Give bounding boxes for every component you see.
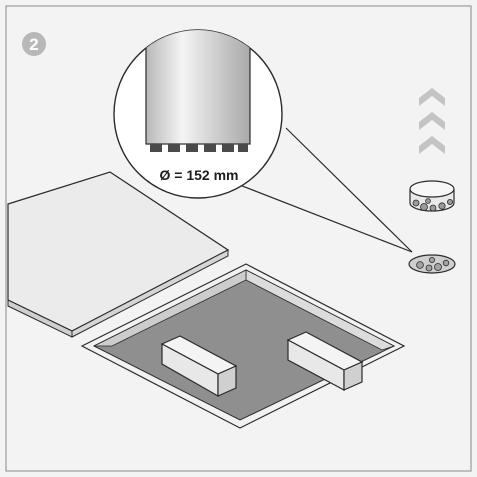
drilled-hole-icon bbox=[408, 254, 456, 274]
floor-opening bbox=[80, 263, 406, 429]
support-block-left bbox=[160, 335, 238, 398]
diameter-label: Ø = 152 mm bbox=[160, 167, 239, 183]
floor-panel bbox=[7, 171, 230, 338]
step-number: 2 bbox=[29, 35, 38, 54]
drill-teeth bbox=[150, 144, 248, 152]
leader-line-lower bbox=[231, 181, 413, 253]
up-chevron-icon bbox=[419, 88, 445, 154]
core-drill-bit bbox=[145, 30, 251, 145]
drill-callout: Ø = 152 mm bbox=[113, 29, 283, 199]
drilled-core-icon bbox=[409, 180, 455, 212]
step-badge: 2 bbox=[22, 32, 46, 56]
leader-line-upper bbox=[285, 127, 413, 253]
support-block-right bbox=[286, 331, 364, 392]
